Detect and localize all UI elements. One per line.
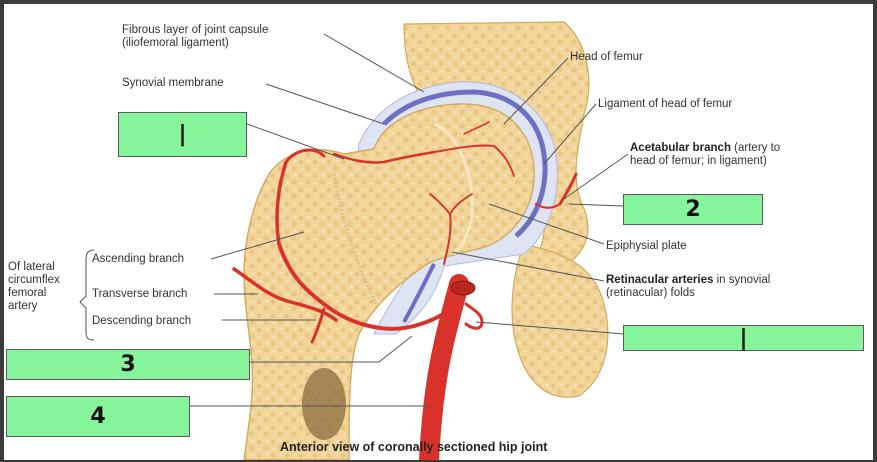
label-acetabular-bold: Acetabular branch (630, 142, 731, 154)
label-ascending-branch: Ascending branch (92, 253, 185, 265)
answer-box-1[interactable]: | (118, 112, 247, 157)
label-lateral-line3: femoral (8, 287, 47, 299)
marrow-cavity (302, 368, 346, 440)
label-epiphysial-plate: Epiphysial plate (606, 240, 687, 252)
answer-box-3[interactable]: 3 (6, 349, 250, 380)
label-head-of-femur: Head of femur (570, 51, 643, 63)
femur-bone (243, 103, 535, 460)
label-retinacular-line2: (retinacular) folds (606, 287, 695, 299)
label-retinacular-rest: in synovial (713, 274, 771, 286)
figure-caption: Anterior view of coronally sectioned hip… (280, 440, 548, 454)
label-ligament-head: Ligament of head of femur (598, 98, 733, 110)
hip-joint-illustration (79, 21, 629, 460)
label-acetabular-rest: (artery to (730, 142, 781, 154)
label-lateral-line4: artery (8, 300, 38, 312)
answer-box-1b[interactable]: | (623, 325, 864, 351)
femoral-artery (419, 274, 469, 460)
label-transverse-branch: Transverse branch (92, 288, 188, 300)
label-acetabular-branch: Acetabular branch (artery to head of fem… (630, 142, 780, 168)
diagram-panel: Fibrous layer of joint capsule (iliofemo… (4, 4, 873, 460)
label-retinacular-arteries: Retinacular arteries in synovial (retina… (606, 274, 770, 300)
answer-box-4[interactable]: 4 (6, 396, 190, 437)
answer-box-2[interactable]: 2 (623, 194, 763, 225)
label-fibrous-line2: (iliofemoral ligament) (122, 37, 229, 49)
label-fibrous-line1: Fibrous layer of joint capsule (122, 24, 269, 36)
label-synovial-membrane: Synovial membrane (122, 77, 224, 89)
label-fibrous-layer: Fibrous layer of joint capsule (iliofemo… (122, 24, 268, 50)
label-lateral-line2: circumflex (8, 274, 60, 286)
label-lateral-circumflex: Of lateral circumflex femoral artery (8, 261, 60, 313)
leader-lines (79, 33, 629, 407)
ischium-bone (511, 243, 609, 398)
label-retinacular-bold: Retinacular arteries (606, 274, 714, 286)
label-descending-branch: Descending branch (92, 315, 192, 327)
arteries (232, 121, 578, 460)
label-lateral-line1: Of lateral (8, 261, 55, 273)
label-acetabular-line2: head of femur; in ligament) (630, 155, 767, 167)
epiphysial-plate (433, 122, 474, 256)
synovial-membrane (382, 89, 548, 238)
